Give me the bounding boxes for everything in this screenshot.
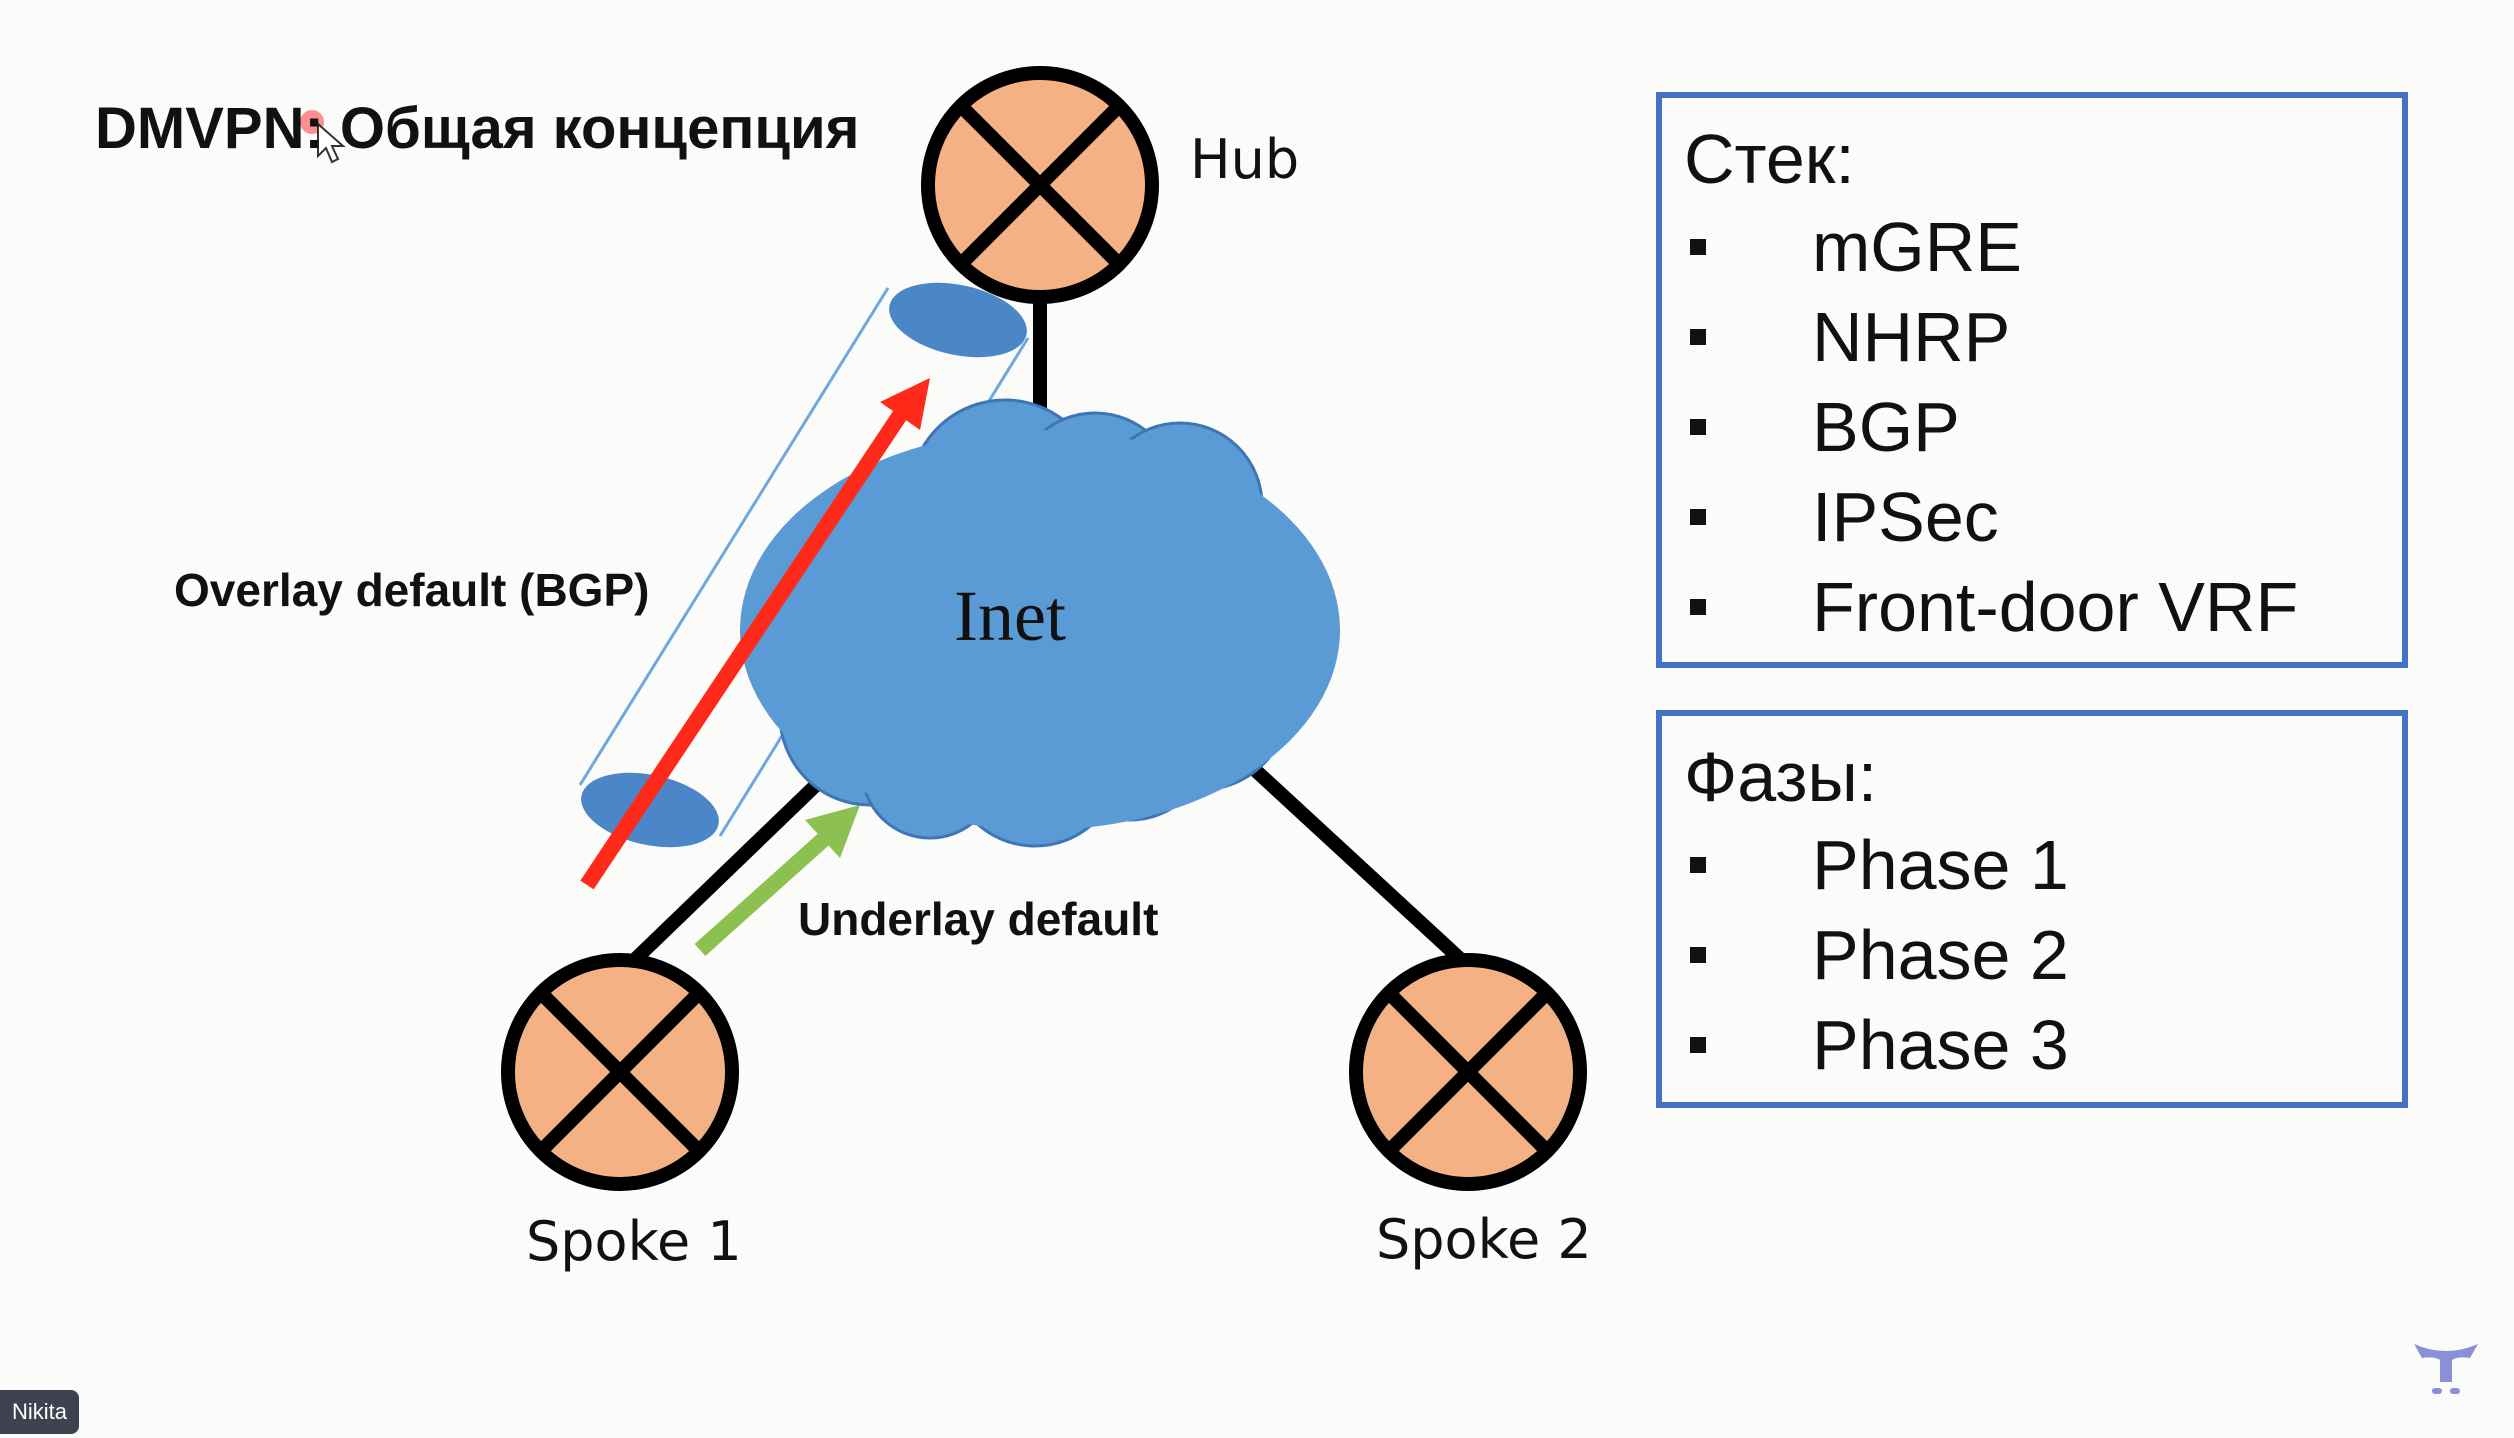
spoke2-router-icon xyxy=(1349,953,1587,1191)
stack-item: IPSec xyxy=(1812,478,1999,556)
spoke1-router-icon xyxy=(501,953,739,1191)
stack-box-title: Стек: xyxy=(1684,120,1855,198)
bullet-icon xyxy=(1690,1037,1706,1053)
list-item: Phase 3 xyxy=(1684,1000,2402,1090)
list-item: Phase 2 xyxy=(1684,910,2402,1000)
list-item: Phase 1 xyxy=(1684,820,2402,910)
spoke2-label: Spoke 2 xyxy=(1376,1208,1592,1271)
stack-item: mGRE xyxy=(1812,208,2022,286)
list-item: IPSec xyxy=(1684,472,2402,562)
phase-item: Phase 3 xyxy=(1812,1006,2069,1084)
brand-logo-icon xyxy=(2414,1344,2478,1394)
bullet-icon xyxy=(1690,509,1706,525)
phases-box-title: Фазы: xyxy=(1684,738,1878,816)
bullet-icon xyxy=(1690,947,1706,963)
mouse-cursor-icon xyxy=(300,110,346,164)
stack-item: BGP xyxy=(1812,388,1960,466)
spoke1-link xyxy=(617,754,847,978)
phases-box: Фазы: Phase 1 Phase 2 Phase 3 xyxy=(1656,710,2408,1108)
phase-item: Phase 1 xyxy=(1812,826,2069,904)
bullet-icon xyxy=(1690,329,1706,345)
spoke1-label: Spoke 1 xyxy=(526,1210,742,1273)
bullet-icon xyxy=(1690,599,1706,615)
bullet-icon xyxy=(1690,419,1706,435)
stack-box: Стек: mGRE NHRP BGP IPSec Front-door VRF xyxy=(1656,92,2408,668)
list-item: NHRP xyxy=(1684,292,2402,382)
list-item: mGRE xyxy=(1684,202,2402,292)
list-item: BGP xyxy=(1684,382,2402,472)
presenter-name-tag: Nikita xyxy=(0,1390,80,1434)
bullet-icon xyxy=(1690,239,1706,255)
inet-cloud xyxy=(740,398,1340,848)
tunnel-end-ellipse xyxy=(581,772,719,848)
slide-title: DMVPN: Общая концепция xyxy=(95,96,860,161)
overlay-label: Overlay default (BGP) xyxy=(174,564,650,616)
overlay-arrow xyxy=(580,378,930,890)
hub-label: Hub xyxy=(1190,128,1300,191)
phases-list: Phase 1 Phase 2 Phase 3 xyxy=(1684,820,2402,1090)
bullet-icon xyxy=(1690,857,1706,873)
stack-item: Front-door VRF xyxy=(1812,568,2299,646)
underlay-arrow xyxy=(694,805,860,956)
phase-item: Phase 2 xyxy=(1812,916,2069,994)
hub-router-icon xyxy=(921,66,1159,304)
stack-item: NHRP xyxy=(1812,298,2011,376)
spoke2-link xyxy=(1210,727,1475,974)
list-item: Front-door VRF xyxy=(1684,562,2402,652)
cloud-label: Inet xyxy=(954,576,1066,656)
underlay-label: Underlay default xyxy=(798,893,1159,945)
stack-list: mGRE NHRP BGP IPSec Front-door VRF xyxy=(1684,202,2402,652)
